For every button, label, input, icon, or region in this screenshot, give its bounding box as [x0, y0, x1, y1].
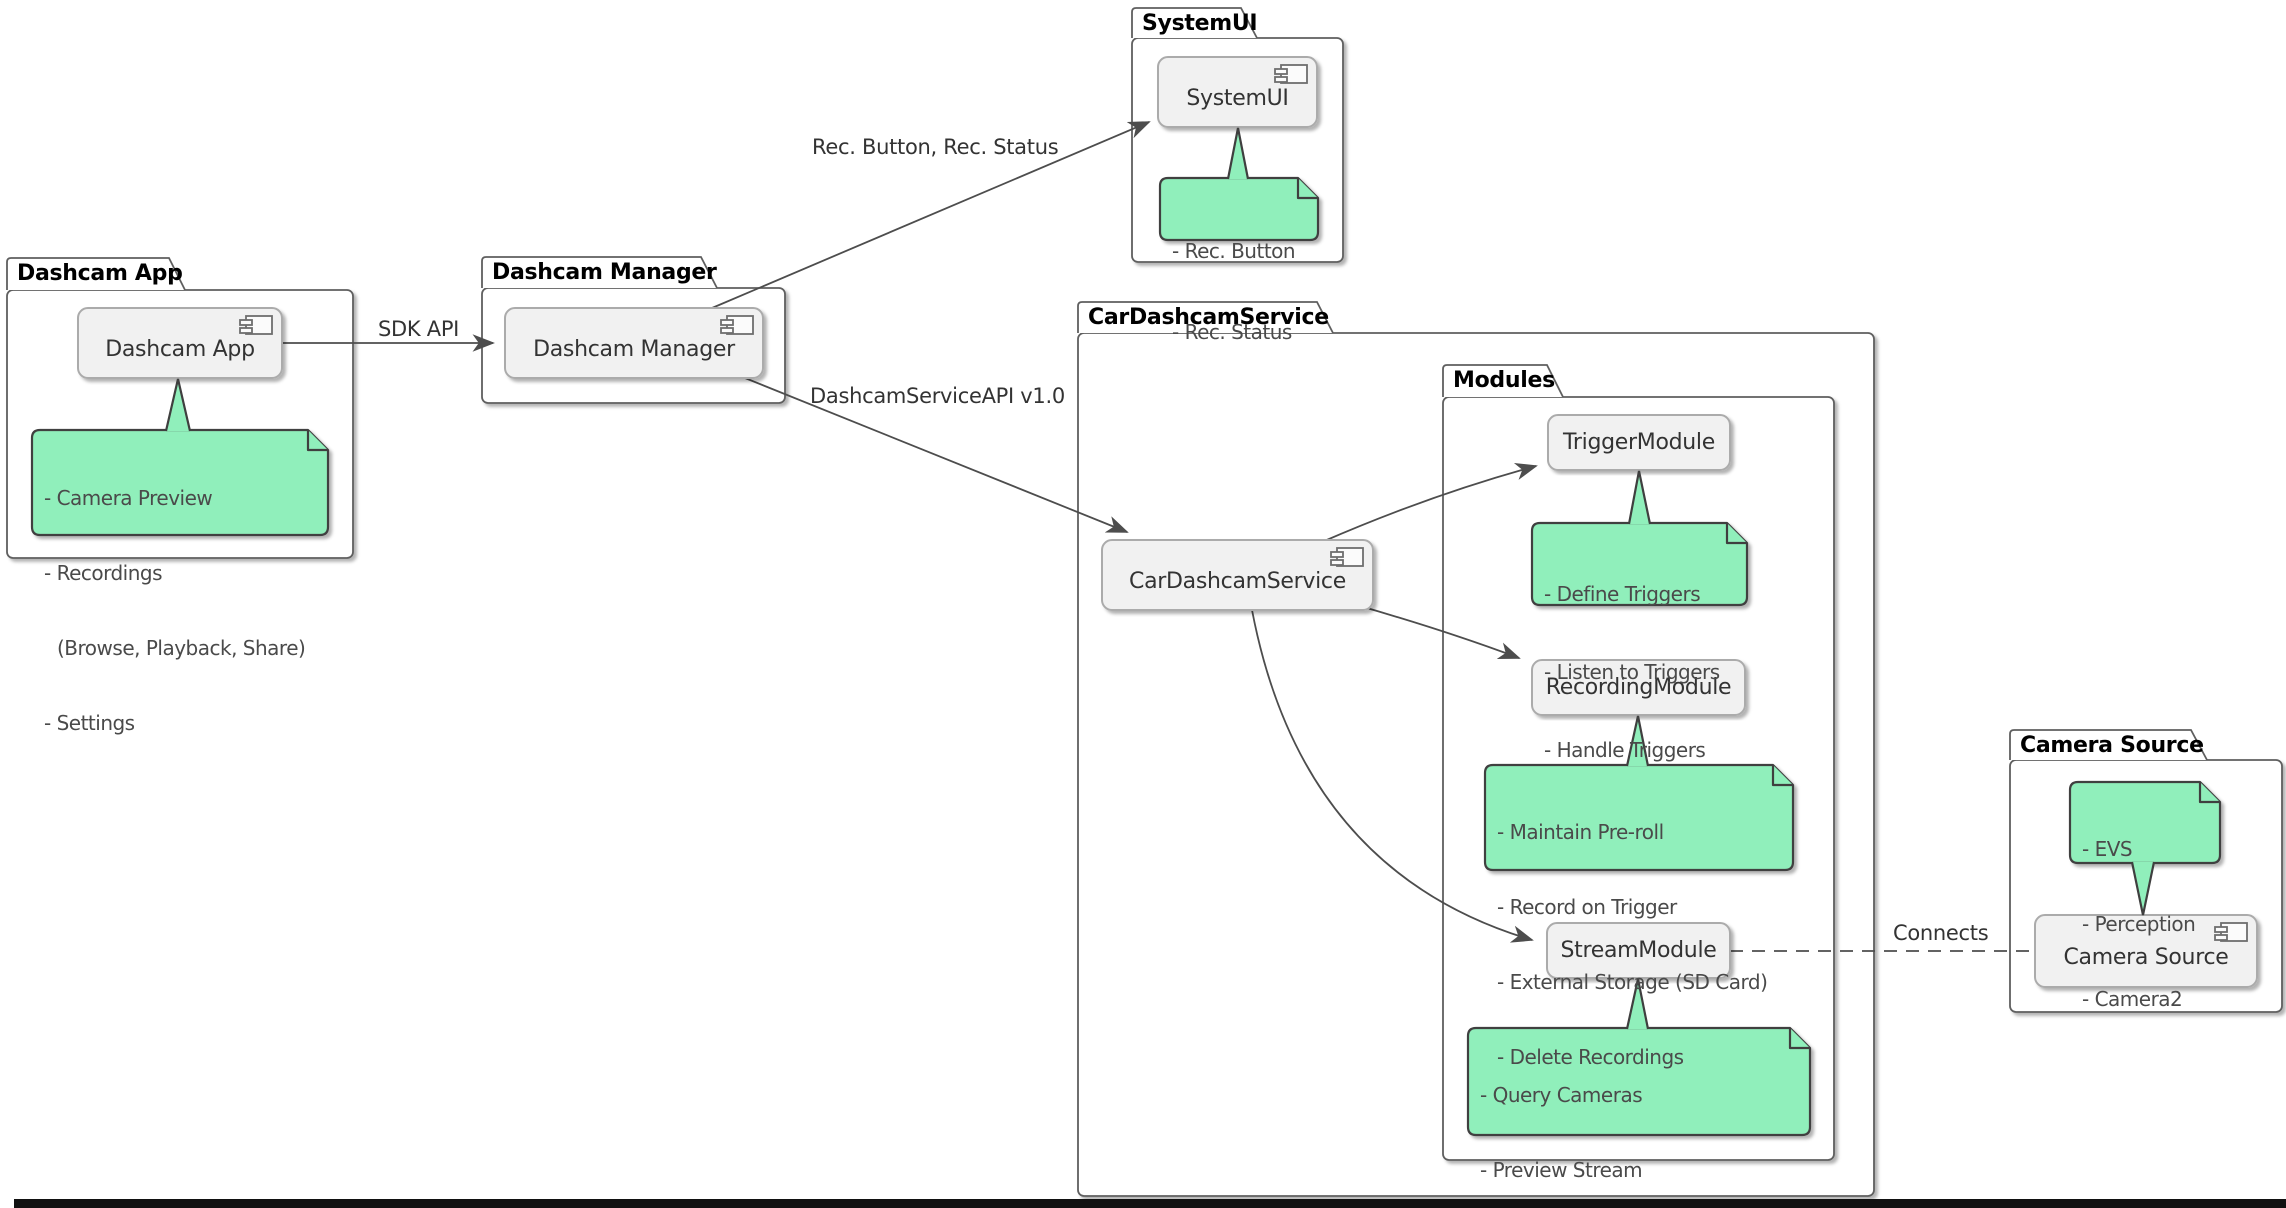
note-line: - Maintain Pre-roll [1497, 820, 1664, 844]
edge-service-to-recording [1359, 605, 1521, 659]
note-line: - Settings [44, 711, 135, 735]
component-label-systemui: SystemUI [1186, 85, 1289, 111]
note-text-trigger-module: - Define Triggers - Listen to Triggers -… [1544, 529, 1720, 815]
component-label-cardashcamservice: CarDashcamService [1129, 568, 1346, 594]
note-line: - Record on Trigger [1497, 895, 1677, 919]
note-tail-trigger-module [1627, 470, 1652, 525]
note-systemui [1158, 176, 1320, 242]
package-tab-dashcam-manager [481, 256, 718, 289]
note-line: - Define Triggers [1544, 582, 1701, 606]
component-label-stream-module: StreamModule [1560, 938, 1717, 963]
note-fold-icon [1788, 1028, 1810, 1050]
package-tab-cardashcamservice [1077, 301, 1334, 334]
note-line: - Preview Stream [1480, 1158, 1643, 1182]
component-label-trigger-module: TriggerModule [1563, 430, 1715, 455]
note-fold-icon [306, 430, 328, 452]
edge-rec-button-status [711, 121, 1151, 309]
note-fold-icon [1771, 765, 1793, 787]
package-title-cardashcamservice: CarDashcamService [1088, 305, 1329, 330]
component-icon [2214, 922, 2248, 942]
component-box-dashcam-manager [504, 307, 764, 379]
edge-label-dashcam-service-api: DashcamServiceAPI v1.0 [810, 384, 1065, 408]
package-tab-camera-source [2009, 729, 2208, 761]
edge-dashcam-service-api [744, 377, 1129, 533]
edge-service-to-stream [1251, 609, 1534, 943]
component-label-camera-source: Camera Source [2063, 944, 2229, 970]
package-title-modules: Modules [1453, 368, 1555, 393]
package-tab-dashcam-app [6, 257, 186, 291]
note-line: - Camera Preview [44, 486, 213, 510]
package-title-camera-source: Camera Source [2020, 733, 2204, 758]
component-label-dashcam-manager: Dashcam Manager [533, 336, 735, 362]
edge-service-to-trigger [1321, 462, 1538, 543]
package-title-dashcam-manager: Dashcam Manager [492, 260, 717, 285]
note-line: - Camera2 [2082, 987, 2183, 1011]
note-tail-recording-module [1625, 715, 1650, 767]
note-line: - Rec. Button [1172, 239, 1296, 263]
package-title-dashcam-app: Dashcam App [17, 261, 183, 286]
note-stream-module [1466, 1026, 1812, 1137]
note-tail-dashcam-app [164, 378, 192, 432]
note-line: (Browse, Playback, Share) [57, 636, 306, 660]
component-box-camera-source [2034, 914, 2258, 988]
note-line: - Query Cameras [1480, 1083, 1643, 1107]
component-icon [1274, 64, 1308, 84]
note-line: - Listen to Triggers [1544, 660, 1720, 684]
note-text-camera-source: - EVS - Perception - Camera2 [2082, 787, 2196, 1062]
note-tail-camera-source [2130, 861, 2156, 916]
edge-label-rec-button-status: Rec. Button, Rec. Status [812, 135, 1059, 159]
component-box-recording-module [1531, 659, 1746, 716]
note-fold-icon [1296, 178, 1318, 200]
edge-label-connects: Connects [1893, 921, 1989, 945]
note-text-stream-module: - Query Cameras - Preview Stream - Snaps… [1480, 1033, 1787, 1208]
component-box-stream-module [1546, 922, 1731, 979]
note-line: - EVS [2082, 837, 2133, 861]
note-tail-systemui [1226, 127, 1250, 180]
note-trigger-module [1530, 521, 1749, 607]
note-line: - External Storage (SD Card) [1497, 970, 1768, 994]
package-tab-systemui [1131, 7, 1258, 39]
component-icon [239, 315, 273, 335]
note-text-systemui: - Rec. Button - Rec. Status [1172, 184, 1296, 400]
component-icon [1330, 547, 1364, 567]
component-label-dashcam-app: Dashcam App [105, 336, 255, 362]
package-tab-modules [1442, 364, 1564, 398]
component-box-cardashcamservice [1101, 539, 1374, 611]
note-line: - Recordings [44, 561, 163, 585]
note-recording-module [1483, 763, 1795, 872]
component-box-dashcam-app [77, 307, 283, 379]
package-title-systemui: SystemUI [1142, 11, 1258, 36]
note-dashcam-app [30, 428, 330, 537]
note-fold-icon [2198, 782, 2220, 804]
note-camera-source [2068, 780, 2222, 865]
component-icon [720, 315, 754, 335]
note-fold-icon [1725, 523, 1747, 545]
note-line: - Handle Triggers [1544, 738, 1706, 762]
note-tail-stream-module [1625, 978, 1650, 1030]
bottom-edge-bar [14, 1199, 2286, 1208]
note-text-dashcam-app: - Camera Preview - Recordings (Browse, P… [44, 436, 306, 786]
note-line: - Delete Recordings [1497, 1045, 1684, 1069]
note-line: - Rec. Status [1172, 320, 1292, 344]
note-line: - Perception [2082, 912, 2196, 936]
component-label-recording-module: RecordingModule [1545, 675, 1732, 700]
component-box-trigger-module [1547, 414, 1731, 471]
edge-label-sdk-api: SDK API [378, 317, 460, 341]
note-text-recording-module: - Maintain Pre-roll - Record on Trigger … [1497, 770, 1768, 1120]
